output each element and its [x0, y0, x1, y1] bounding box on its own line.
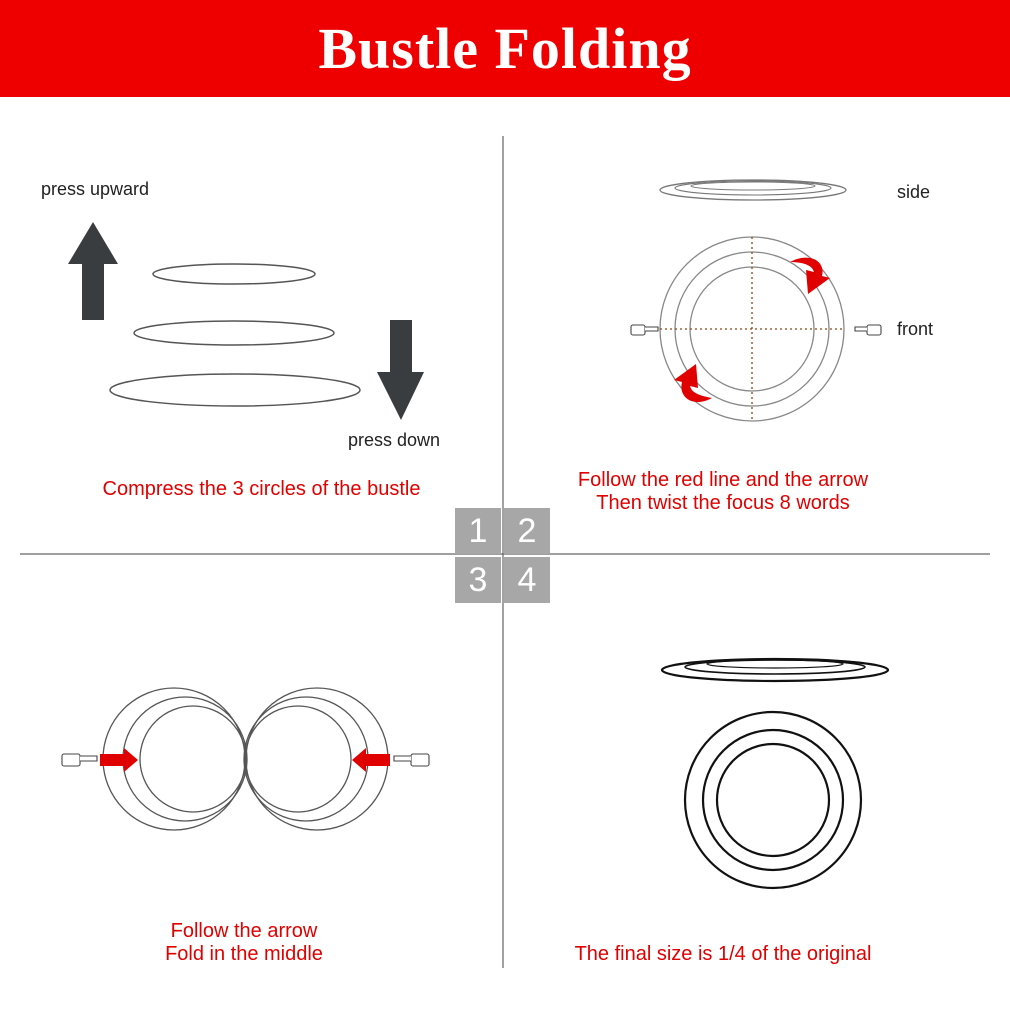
push-arrow-left-icon [100, 748, 138, 772]
step2-caption-line2: Then twist the focus 8 words [596, 492, 850, 514]
left-lobe-inner [139, 705, 247, 813]
step-badge-3: 3 [455, 557, 501, 603]
side-view-outer [659, 179, 847, 201]
final-ring-mid [701, 728, 845, 872]
step4-caption: The final size is 1/4 of the original [574, 943, 872, 965]
circle-middle [133, 320, 335, 346]
right-lobe-inner [244, 705, 352, 813]
left-lobe-mid [122, 696, 248, 822]
twist-arrow-top-icon [790, 257, 830, 294]
hand-pointer-left-icon [630, 324, 659, 336]
twist-arrow-bottom-icon [674, 364, 712, 403]
step-badge-1: 1 [455, 508, 501, 554]
final-ring-inner [715, 742, 831, 858]
side-label: side [897, 182, 931, 202]
step3-illustration [61, 687, 430, 831]
step2-illustration [630, 179, 882, 422]
front-label: front [897, 319, 934, 339]
up-arrow-icon [68, 222, 118, 320]
side-view-mid [674, 180, 832, 196]
circle-bottom [109, 373, 361, 407]
step1-caption: Compress the 3 circles of the bustle [102, 478, 421, 500]
press-down-label: press down [348, 430, 441, 450]
hand-pointer-right-icon [393, 753, 430, 767]
step1-illustration [68, 222, 424, 420]
push-arrow-right-icon [352, 748, 390, 772]
hand-pointer-left-icon [61, 753, 98, 767]
step-badge-2: 2 [504, 508, 550, 554]
step4-illustration [660, 657, 890, 890]
press-upward-label: press upward [41, 179, 150, 199]
down-arrow-icon [377, 320, 424, 420]
step3-caption-line1: Follow the arrow [170, 920, 318, 942]
header-banner: Bustle Folding [0, 0, 1010, 97]
right-lobe-mid [243, 696, 369, 822]
hand-pointer-right-icon [854, 324, 882, 336]
step3-caption-line2: Fold in the middle [165, 943, 323, 965]
step-badge-4: 4 [504, 557, 550, 603]
final-side-inner [706, 659, 844, 669]
final-side-outer [660, 657, 890, 683]
side-view-inner [690, 181, 816, 191]
circle-top [152, 263, 316, 285]
final-ring-outer [683, 710, 863, 890]
page-title: Bustle Folding [318, 16, 692, 81]
step2-caption-line1: Follow the red line and the arrow [577, 469, 869, 491]
